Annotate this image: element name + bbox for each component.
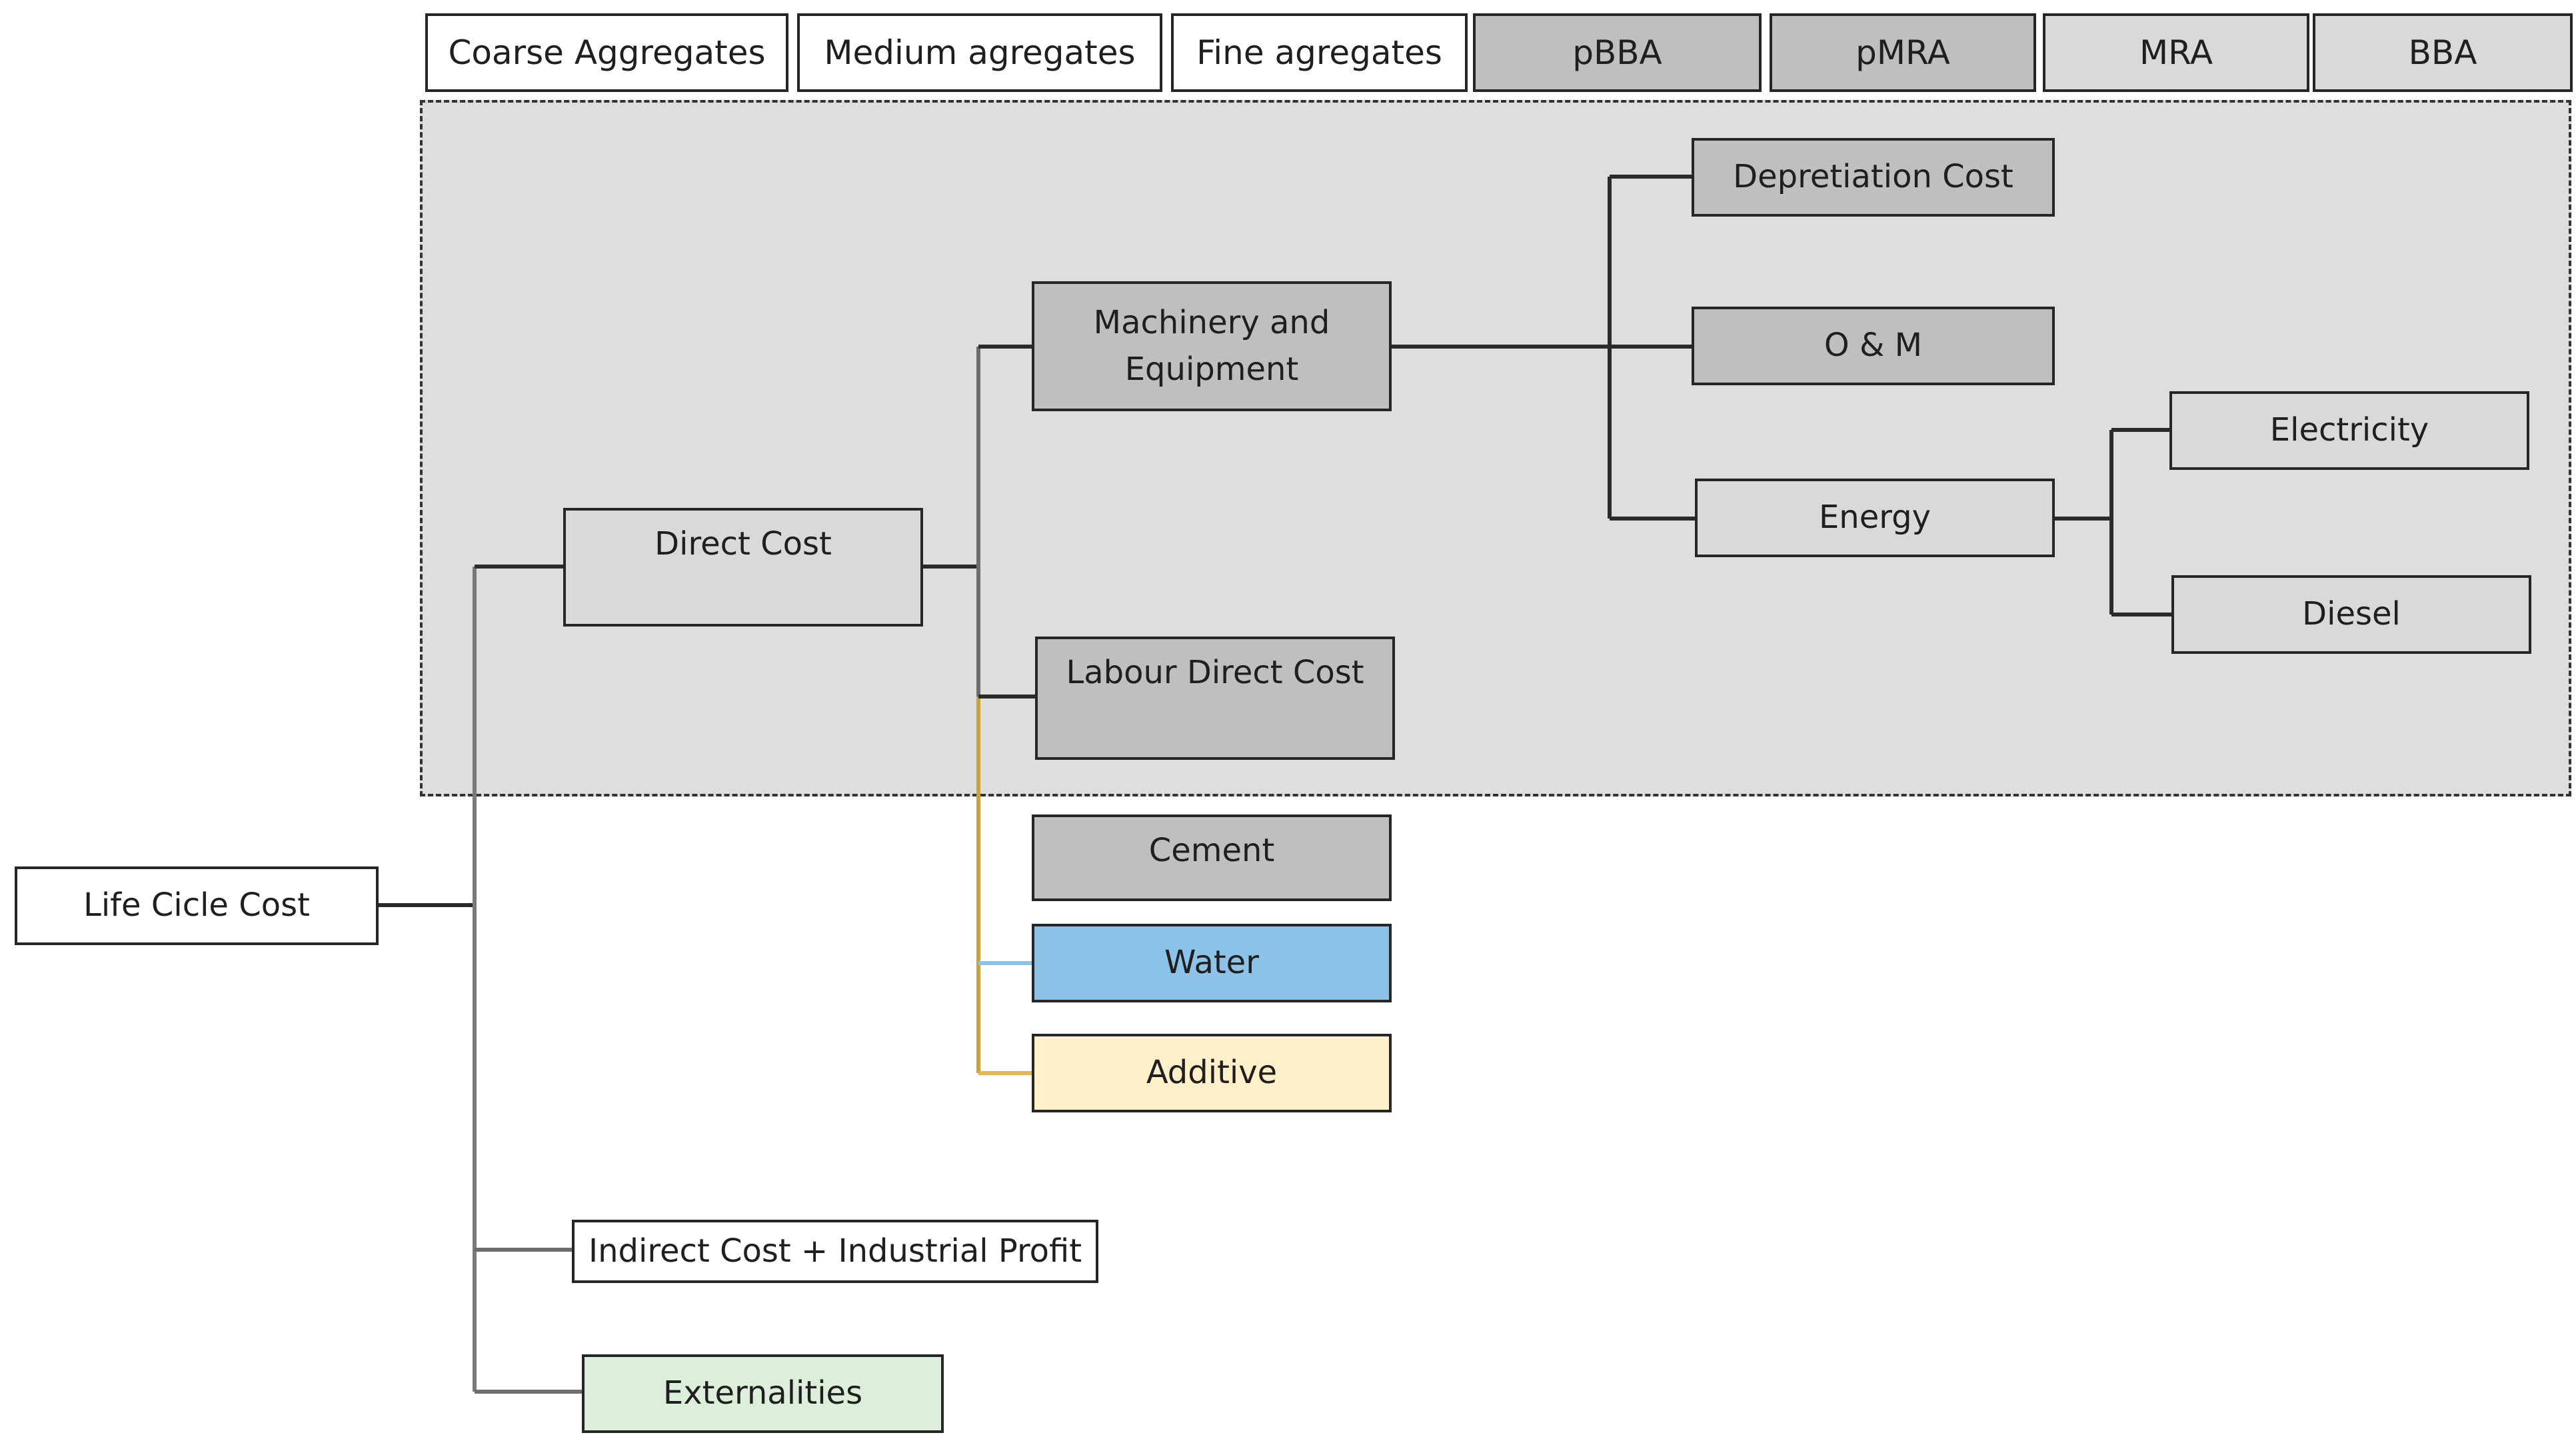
node-depreciation-cost: Depretiation Cost bbox=[1692, 138, 2055, 217]
node-diesel: Diesel bbox=[2171, 575, 2531, 654]
material-medium-aggregates: Medium agregates bbox=[797, 13, 1162, 92]
material-coarse-aggregates: Coarse Aggregates bbox=[425, 13, 788, 92]
node-labour-direct-cost: Labour Direct Cost bbox=[1035, 637, 1395, 760]
material-pbba: pBBA bbox=[1473, 13, 1762, 92]
node-life-cycle-cost: Life Cicle Cost bbox=[15, 866, 379, 945]
node-electricity: Electricity bbox=[2169, 391, 2529, 470]
material-bba: BBA bbox=[2313, 13, 2573, 92]
node-indirect-cost-industrial-profit: Indirect Cost + Industrial Profit bbox=[572, 1220, 1098, 1283]
material-pmra: pMRA bbox=[1770, 13, 2036, 92]
node-machinery-equipment: Machinery and Equipment bbox=[1032, 281, 1392, 411]
node-water: Water bbox=[1032, 924, 1392, 1002]
material-fine-aggregates: Fine agregates bbox=[1171, 13, 1468, 92]
node-cement: Cement bbox=[1032, 814, 1392, 901]
material-mra: MRA bbox=[2043, 13, 2309, 92]
node-energy: Energy bbox=[1695, 479, 2055, 557]
node-direct-cost: Direct Cost bbox=[563, 508, 923, 627]
node-additive: Additive bbox=[1032, 1034, 1392, 1112]
node-o-and-m: O & M bbox=[1692, 307, 2055, 385]
node-externalities: Externalities bbox=[582, 1354, 944, 1433]
